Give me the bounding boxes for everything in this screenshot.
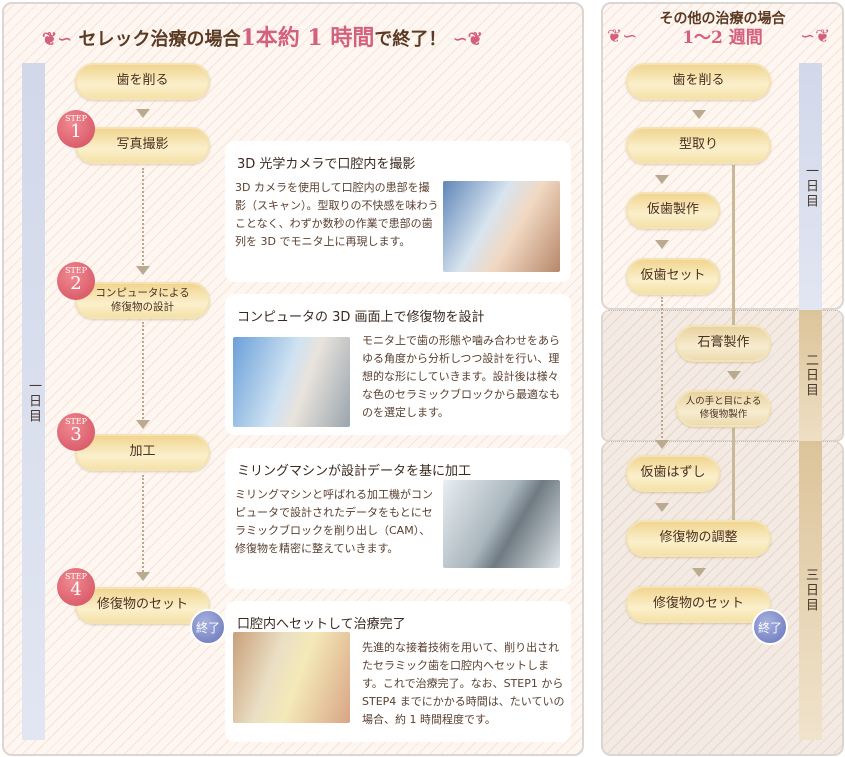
- other-step-set: 修復物のセット: [626, 586, 771, 623]
- flow-step-design: コンピュータによる 修復物の設計: [75, 282, 210, 319]
- end-badge: 終了: [190, 609, 226, 645]
- arrow-down-icon: [692, 110, 706, 119]
- other-step-impression: 型取り: [626, 127, 771, 164]
- other-step-plaster: 石膏製作: [676, 325, 771, 362]
- other-step-handmade: 人の手と目による 修復物製作: [676, 390, 771, 427]
- info-card-milling: ミリングマシンが設計データを基に加工 ミリングマシンと呼ばれる加工機がコンピュー…: [225, 448, 571, 589]
- info-card-complete: 口腔内へセットして治療完了 先進的な接着技術を用いて、削り出されたセラミック歯を…: [225, 601, 571, 742]
- day-bar-1: 一日目: [799, 63, 822, 310]
- arrow-down-icon: [136, 109, 150, 118]
- info-card-scan: 3D 光学カメラで口腔内を撮影 3D カメラを使用して口腔内の患部を撮影（スキャ…: [225, 141, 571, 282]
- ornament-icon: ∽❦: [452, 29, 483, 50]
- arrow-down-icon: [655, 175, 669, 184]
- day-bar-1: 一日目: [22, 63, 45, 740]
- other-step-temp-set: 仮歯セット: [626, 258, 720, 295]
- dotted-connector: [142, 475, 144, 575]
- photo-dental-camera: [443, 181, 560, 272]
- ornament-icon: ∽❦: [800, 26, 831, 47]
- other-step-temp-remove: 仮歯はずし: [626, 455, 720, 492]
- ornament-icon: ❦∽: [42, 29, 73, 50]
- info-card-design: コンピュータの 3D 画面上で修復物を設計 モニタ上で歯の形態や噛み合わせをあら…: [225, 294, 571, 435]
- end-badge: 終了: [752, 609, 788, 645]
- arrow-down-icon: [727, 371, 741, 380]
- selec-title: ❦∽ セレック治療の場合1本約 1 時間で終了！ ∽❦: [42, 25, 483, 51]
- ornament-icon: ❦∽: [607, 26, 638, 47]
- arrow-down-icon: [655, 440, 669, 449]
- photo-computer-design: [233, 337, 350, 427]
- other-title: その他の治療の場合 1〜2 週間: [659, 11, 786, 48]
- photo-dentist-patient: [233, 632, 350, 723]
- dotted-connector: [142, 322, 144, 422]
- arrow-down-icon: [692, 568, 706, 577]
- other-step-adjust: 修復物の調整: [626, 520, 771, 557]
- dotted-connector: [661, 297, 663, 442]
- arrow-down-icon: [136, 572, 150, 581]
- flow-step-cut-tooth: 歯を削る: [75, 63, 210, 100]
- arrow-down-icon: [655, 240, 669, 249]
- arrow-down-icon: [136, 266, 150, 275]
- arrow-down-icon: [136, 420, 150, 429]
- flow-step-photo: 写真撮影: [75, 127, 210, 164]
- photo-milling-machine: [443, 480, 560, 568]
- day-bar-3: 三日目: [799, 441, 822, 740]
- flow-step-set: 修復物のセット: [75, 587, 210, 624]
- other-step-cut-tooth: 歯を削る: [626, 63, 771, 100]
- connector-line: [732, 165, 735, 325]
- flow-step-process: 加工: [75, 434, 210, 471]
- dotted-connector: [142, 168, 144, 268]
- other-step-temp-make: 仮歯製作: [626, 192, 720, 229]
- day-bar-2: 二日目: [799, 310, 822, 441]
- connector-line: [732, 428, 735, 520]
- arrow-down-icon: [655, 503, 669, 512]
